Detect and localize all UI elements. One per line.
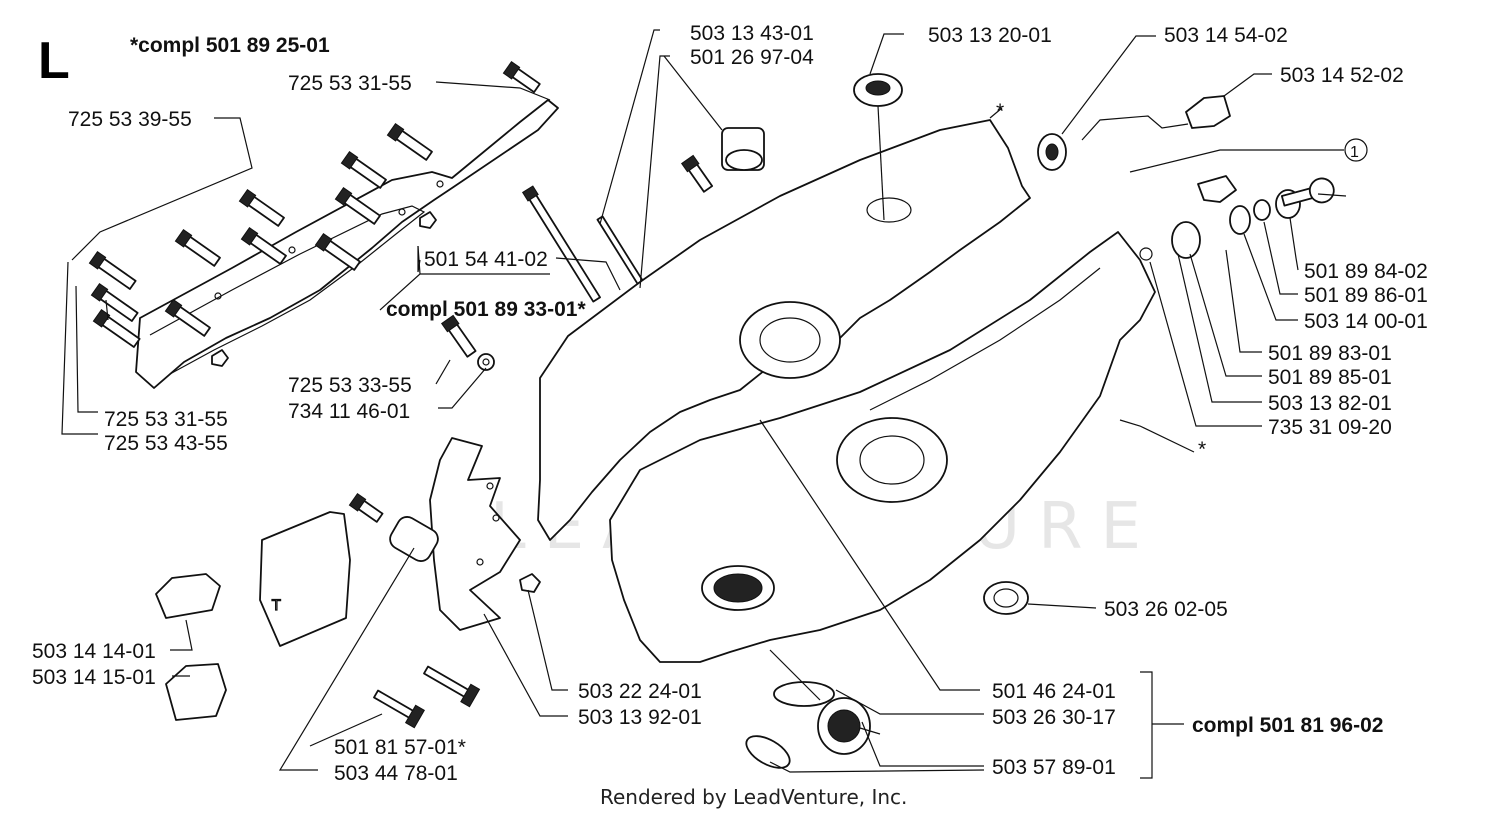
asterisk-top: * [996,100,1004,123]
label-503-57-89-01: 503 57 89-01 [992,756,1116,779]
nut [519,573,541,593]
footer-credit: Rendered by LeadVenture, Inc. [600,785,907,809]
shoulder-bolts [373,665,481,729]
label-503-14-54-02: 503 14 54-02 [1164,24,1288,47]
label-503-14-00-01: 503 14 00-01 [1304,310,1428,333]
label-501-54-41-02: 501 54 41-02 [424,248,548,271]
label-501-89-84-02: 501 89 84-02 [1304,260,1428,283]
part-labels: 725 53 31-55 725 53 39-55 725 53 31-55 7… [32,22,1428,785]
spiked-bumper [429,437,521,631]
rubber-buffers [155,573,227,721]
label-503-14-15-01: 503 14 15-01 [32,666,156,689]
gasket-plate [135,99,559,389]
label-503-13-43-01: 503 13 43-01 [690,22,814,45]
leader-lines [61,29,1347,779]
label-725-53-33-55: 725 53 33-55 [288,374,412,397]
bracket-plate: T [259,511,351,647]
gasket-screws [88,60,541,367]
label-734-11-46-01: 734 11 46-01 [288,400,410,423]
label-725-53-31-55-top: 725 53 31-55 [288,72,412,95]
label-725-53-31-55-low: 725 53 31-55 [104,408,228,431]
label-501-89-83-01: 501 89 83-01 [1268,342,1392,365]
wire-and-plug [1081,95,1231,141]
label-503-22-24-01: 503 22 24-01 [578,680,702,703]
label-503-13-92-01: 503 13 92-01 [578,706,702,729]
oil-cap-assembly [745,681,871,769]
crankcase-halves [537,119,1156,663]
assembly-label: *compl 501 89 25-01 [130,34,330,57]
label-503-44-78-01: 503 44 78-01 [334,762,458,785]
label-compl-501-81-96-02: compl 501 81 96-02 [1192,714,1383,737]
callout-1: 1 [1344,138,1368,162]
label-725-53-39-55: 725 53 39-55 [68,108,192,131]
spacer-sleeve [348,492,439,562]
screw-with-washer [440,314,495,371]
label-503-26-02-05: 503 26 02-05 [1104,598,1228,621]
label-503-14-52-02: 503 14 52-02 [1280,64,1404,87]
label-501-46-24-01: 501 46 24-01 [992,680,1116,703]
svg-text:T: T [271,598,281,614]
label-503-26-30-17: 503 26 30-17 [992,706,1116,729]
label-501-89-85-01: 501 89 85-01 [1268,366,1392,389]
label-501-81-57-01: 501 81 57-01* [334,736,466,759]
label-503-13-20-01: 503 13 20-01 [928,24,1052,47]
oil-seal [983,581,1029,615]
label-725-53-43-55: 725 53 43-55 [104,432,228,455]
label-503-14-14-01: 503 14 14-01 [32,640,156,663]
label-compl-501-89-33-01: compl 501 89 33-01* [386,298,586,321]
section-letter: L [38,32,70,90]
callout-number: 1 [1350,144,1359,161]
right-small-parts [1139,175,1335,261]
label-735-31-09-20: 735 31 09-20 [1268,416,1392,439]
label-501-26-97-04: 501 26 97-04 [690,46,814,69]
long-bolts [521,185,651,303]
top-bushings [680,73,1067,193]
label-501-89-86-01: 501 89 86-01 [1304,284,1428,307]
label-503-13-82-01: 503 13 82-01 [1268,392,1392,415]
cylinder-bushing [721,127,765,171]
asterisk-right: * [1198,438,1206,461]
